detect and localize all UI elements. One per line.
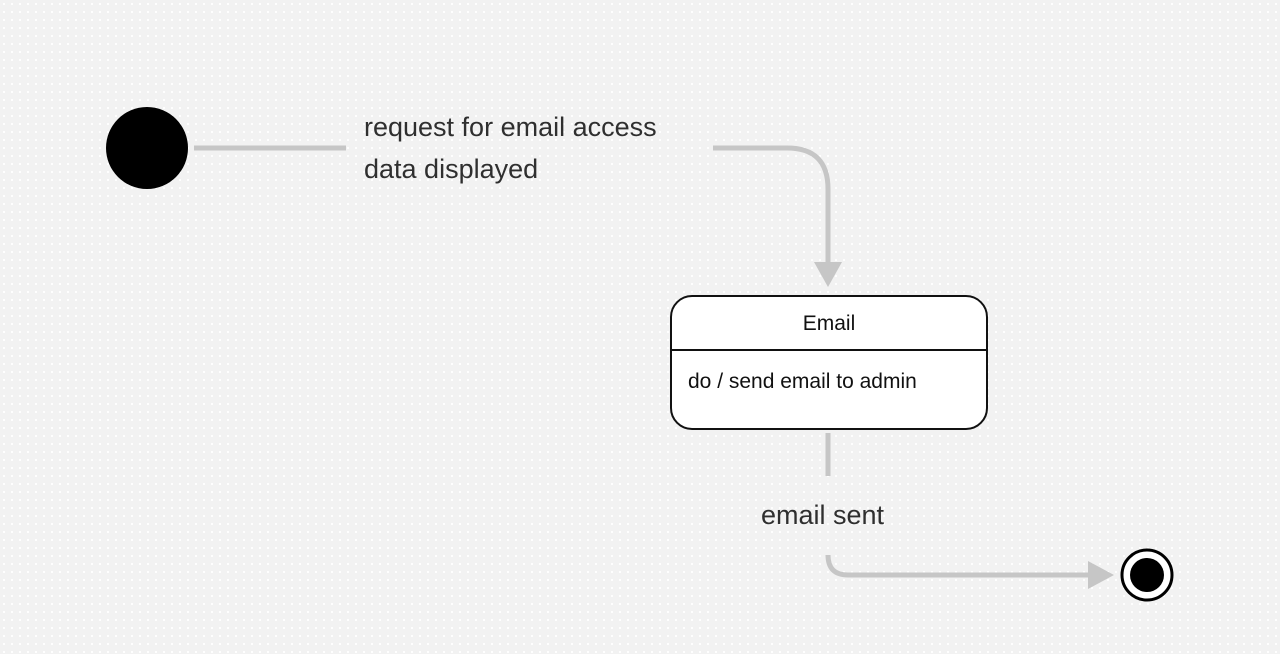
- transition-label-line-1: email sent: [761, 500, 885, 530]
- transition-label-request: request for email access data displayed: [364, 106, 657, 190]
- transition-initial-to-email-segment-right: [713, 145, 831, 262]
- transition-email-to-final-segment-bottom: [825, 554, 1091, 578]
- transition-initial-to-email-arrowhead: [814, 262, 842, 287]
- state-activity: do / send email to admin: [688, 370, 917, 393]
- transition-label-line-2: data displayed: [364, 154, 539, 184]
- initial-node[interactable]: [106, 107, 188, 189]
- transition-label-line-1: request for email access: [364, 112, 657, 142]
- transition-label-email-sent: email sent: [761, 494, 884, 536]
- final-node-inner-dot: [1130, 558, 1164, 592]
- state-email[interactable]: Email do / send email to admin: [670, 295, 988, 430]
- state-name: Email: [672, 297, 986, 351]
- transition-email-to-final-arrowhead: [1088, 561, 1114, 589]
